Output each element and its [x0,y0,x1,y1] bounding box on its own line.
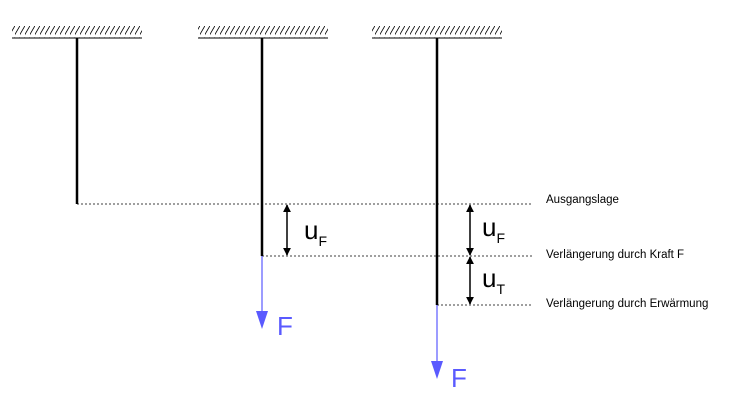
ceiling-support-2 [198,26,328,39]
force-arrow-2 [431,305,443,379]
force-arrow-1 [256,256,268,329]
label-extension-heating: Verlängerung durch Erwärmung [546,298,708,310]
label-extension-force: Verlängerung durch Kraft F [546,249,684,261]
label-uf-2: uF [482,212,505,246]
label-ut: uT [482,263,505,297]
ceiling-support-1 [12,26,142,39]
label-force-2: F [451,363,467,393]
label-uf-1: uF [304,215,327,249]
label-initial-position: Ausgangslage [546,194,619,206]
ceiling-support-3 [372,26,502,39]
label-force-1: F [277,311,293,341]
